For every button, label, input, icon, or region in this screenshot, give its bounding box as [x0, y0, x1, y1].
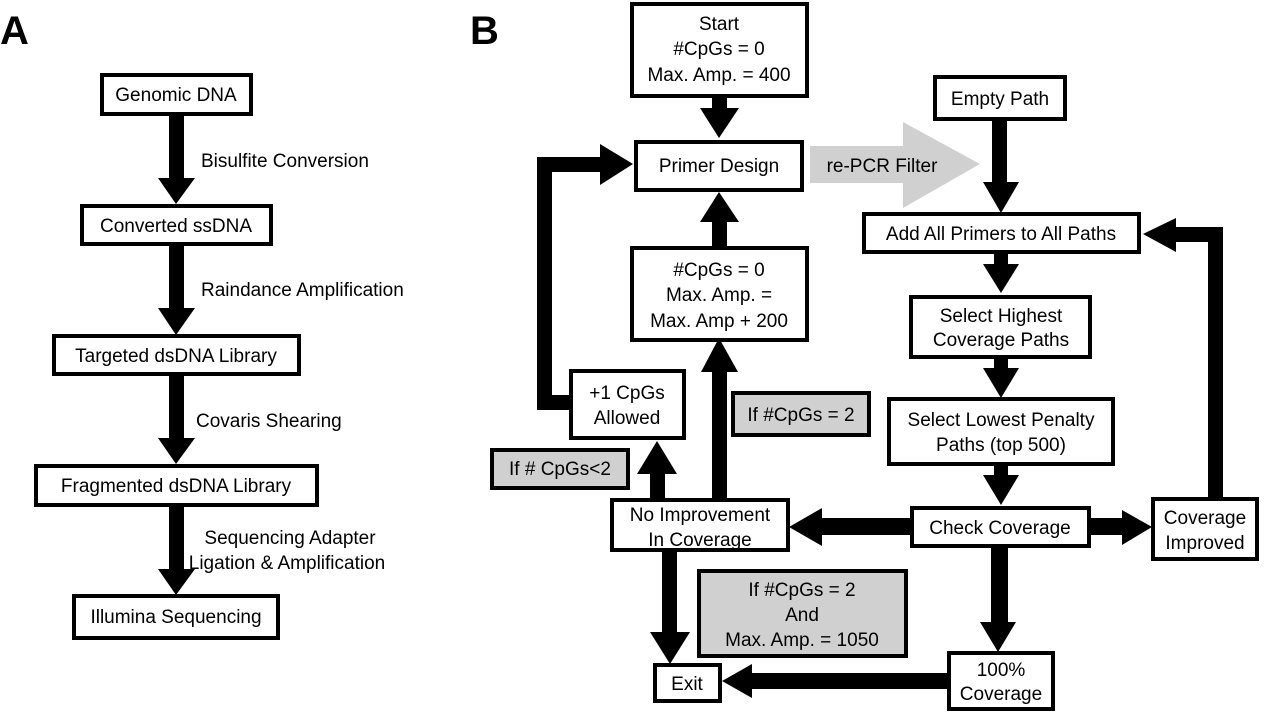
node-text-line: Start	[699, 14, 740, 35]
node-check-coverage: Check Coverage	[910, 506, 1091, 548]
node-text-line: Select Lowest Penalty	[908, 410, 1095, 431]
node-text-line: Max. Amp. =	[666, 285, 772, 306]
node-text: Genomic DNA	[115, 85, 237, 106]
panel-b-label: B	[470, 9, 499, 53]
node-text-line: Improved	[1165, 533, 1244, 554]
arrow-add-primers-to-select-highest	[983, 252, 1019, 293]
arrow-no-improvement-to-exit	[650, 550, 690, 664]
node-add-all-primers: Add All Primers to All Paths	[862, 212, 1141, 254]
condition-text: If # CpGs<2	[509, 459, 611, 480]
arrow-check-coverage-to-full-coverage	[980, 546, 1016, 652]
condition-exit: If #CpGs = 2 And Max. Amp. = 1050	[697, 569, 908, 658]
node-no-improvement: No Improvement In Coverage	[610, 498, 790, 552]
node-primer-design: Primer Design	[634, 140, 804, 192]
arrow-converted-to-targeted	[158, 244, 195, 335]
re-pcr-filter-label: re-PCR Filter	[827, 156, 939, 177]
arrow-genomic-to-converted	[158, 114, 195, 204]
node-coverage-improved: Coverage Improved	[1151, 497, 1259, 561]
node-text-line: Add All Primers to All Paths	[886, 224, 1116, 245]
arrow-start-to-primer-design	[700, 96, 739, 138]
arrow-fragmented-to-illumina	[158, 505, 195, 595]
arrow-select-lowest-to-check-coverage	[983, 464, 1019, 505]
arrow-no-improvement-to-plus-one	[637, 441, 677, 502]
panel-a-label: A	[0, 9, 29, 53]
node-text-line: Allowed	[594, 408, 661, 429]
panel-b-arrows	[537, 96, 1223, 698]
node-text-line: Check Coverage	[929, 518, 1071, 539]
node-text-line: Coverage	[1164, 508, 1246, 529]
arrow-select-highest-to-select-lowest	[983, 357, 1019, 398]
node-start: Start #CpGs = 0 Max. Amp. = 400	[630, 2, 809, 98]
node-text-line: Max. Amp + 200	[650, 311, 788, 332]
node-text-line: Coverage	[960, 684, 1042, 705]
condition-text-line: Max. Amp. = 1050	[725, 630, 879, 651]
re-pcr-filter-arrow: re-PCR Filter	[810, 122, 980, 208]
node-converted-ssdna: Converted ssDNA	[80, 204, 273, 246]
node-text: Illumina Sequencing	[90, 607, 261, 628]
step-label-bisulfite-conversion: Bisulfite Conversion	[201, 151, 369, 172]
arrow-empty-path-to-add-primers	[983, 119, 1019, 213]
node-genomic-dna: Genomic DNA	[100, 73, 253, 116]
arrow-increase-amp-to-primer-design	[700, 192, 739, 250]
node-text-line: Primer Design	[659, 156, 779, 177]
node-text: Fragmented dsDNA Library	[61, 476, 292, 497]
step-label-covaris-shearing: Covaris Shearing	[196, 411, 342, 432]
node-text-line: #CpGs = 0	[673, 260, 764, 281]
node-increase-max-amp: #CpGs = 0 Max. Amp. = Max. Amp + 200	[630, 246, 809, 342]
condition-cpg-lt-2: If # CpGs<2	[490, 448, 630, 490]
node-text-line: Paths (top 500)	[936, 435, 1066, 456]
node-empty-path: Empty Path	[933, 75, 1067, 121]
node-text-line: Select Highest	[940, 306, 1063, 327]
condition-text: If #CpGs = 2	[747, 405, 854, 426]
node-text-line: +1 CpGs	[589, 383, 665, 404]
arrow-full-coverage-to-exit	[722, 664, 948, 698]
node-text-line: #CpGs = 0	[673, 39, 764, 60]
step-label-raindance-amplification: Raindance Amplification	[201, 280, 404, 301]
node-text: Targeted dsDNA Library	[75, 346, 277, 367]
node-fragmented-dsdna-library: Fragmented dsDNA Library	[34, 464, 319, 507]
arrow-check-coverage-to-coverage-improved	[1090, 510, 1152, 545]
arrow-plus-one-loop-to-primer-design	[537, 144, 633, 410]
node-text: Converted ssDNA	[100, 216, 252, 237]
node-full-coverage: 100% Coverage	[947, 651, 1055, 711]
condition-text-line: If #CpGs = 2	[748, 580, 855, 601]
panel-a-arrows	[158, 114, 195, 595]
step-label-sequencing-adapter-line1: Sequencing Adapter	[204, 528, 376, 549]
node-text-line: Empty Path	[951, 89, 1049, 110]
node-targeted-dsdna-library: Targeted dsDNA Library	[52, 334, 301, 376]
step-label-sequencing-adapter-line2: Ligation & Amplification	[189, 553, 385, 574]
node-exit: Exit	[653, 663, 722, 703]
node-illumina-sequencing: Illumina Sequencing	[72, 594, 280, 640]
node-plus-one-cpg-allowed: +1 CpGs Allowed	[569, 369, 686, 440]
arrow-coverage-improved-to-add-primers	[1143, 218, 1223, 501]
arrow-check-coverage-to-no-improvement	[789, 508, 912, 546]
arrow-targeted-to-fragmented	[158, 374, 195, 464]
node-text-line: Max. Amp. = 400	[647, 65, 790, 86]
node-text-line: In Coverage	[648, 530, 752, 551]
condition-text-line: And	[785, 605, 819, 626]
arrow-no-improvement-to-increase-amp	[701, 338, 738, 502]
node-select-lowest: Select Lowest Penalty Paths (top 500)	[887, 397, 1115, 466]
node-text-line: Exit	[671, 674, 703, 695]
node-select-highest: Select Highest Coverage Paths	[909, 295, 1092, 359]
node-text-line: Coverage Paths	[933, 330, 1069, 351]
node-text-line: No Improvement	[630, 505, 771, 526]
condition-cpg-eq-2: If #CpGs = 2	[731, 391, 871, 437]
node-text-line: 100%	[977, 660, 1026, 681]
